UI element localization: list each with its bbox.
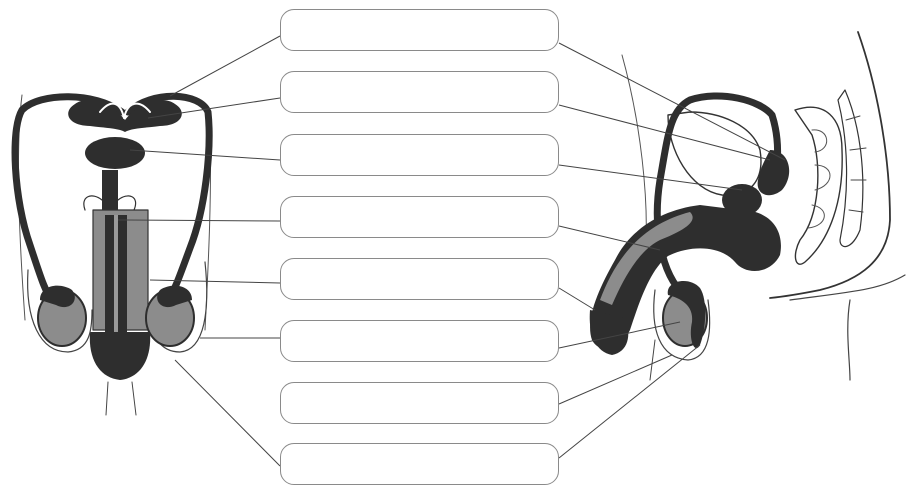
- label-box-1[interactable]: [280, 9, 559, 51]
- leader-line: [558, 344, 701, 459]
- left-epididymis: [40, 285, 75, 308]
- label-box-8[interactable]: [280, 443, 559, 485]
- sacrum-segments: [845, 115, 867, 213]
- leader-line: [558, 42, 786, 161]
- prostate-gland: [722, 184, 762, 216]
- bulbourethral-outline: [83, 195, 137, 211]
- left-vas-deferens: [11, 93, 126, 304]
- rectum: [794, 106, 843, 265]
- right-epididymis: [157, 285, 192, 308]
- seminal-vesicles: [68, 100, 182, 132]
- leader-line: [558, 104, 771, 161]
- urethra: [102, 170, 118, 215]
- leader-line: [117, 219, 281, 222]
- epididymis: [667, 280, 706, 349]
- leader-line: [558, 225, 661, 251]
- leader-line: [558, 164, 743, 191]
- buttock-outline: [789, 274, 906, 381]
- leader-line: [174, 359, 281, 467]
- colon-folds: [807, 129, 831, 229]
- label-box-4[interactable]: [280, 196, 559, 238]
- right-vas-deferens: [124, 92, 213, 304]
- leader-line: [129, 149, 281, 161]
- leader-lines: [117, 35, 786, 467]
- leader-line: [147, 97, 281, 119]
- label-box-2[interactable]: [280, 71, 559, 113]
- left-scrotum-outline: [27, 269, 93, 353]
- side-leg-line: [649, 339, 656, 381]
- corpus-cavernosum: [600, 212, 693, 305]
- urethra-channel: [114, 215, 118, 333]
- leader-line: [558, 321, 681, 349]
- glans: [89, 332, 151, 380]
- side-view-figure: [589, 31, 906, 381]
- label-box-7[interactable]: [280, 382, 559, 424]
- prostate-gland: [85, 137, 145, 169]
- label-box-6[interactable]: [280, 320, 559, 362]
- sacrum: [837, 89, 864, 248]
- seminal-vesicle-crest: [99, 102, 151, 119]
- bladder: [667, 111, 762, 196]
- seminal-vesicle: [757, 150, 790, 196]
- label-box-3[interactable]: [280, 134, 559, 176]
- front-leg-line: [131, 381, 137, 416]
- leader-line: [169, 35, 281, 97]
- leader-line: [558, 287, 596, 311]
- front-leg-line: [105, 381, 109, 416]
- leader-line: [558, 354, 673, 405]
- scrotum-outline: [653, 289, 711, 361]
- glans: [589, 310, 629, 355]
- side-back-outline: [769, 31, 891, 299]
- leader-line: [149, 279, 281, 284]
- label-box-5[interactable]: [280, 258, 559, 300]
- front-view-figure: [11, 92, 213, 416]
